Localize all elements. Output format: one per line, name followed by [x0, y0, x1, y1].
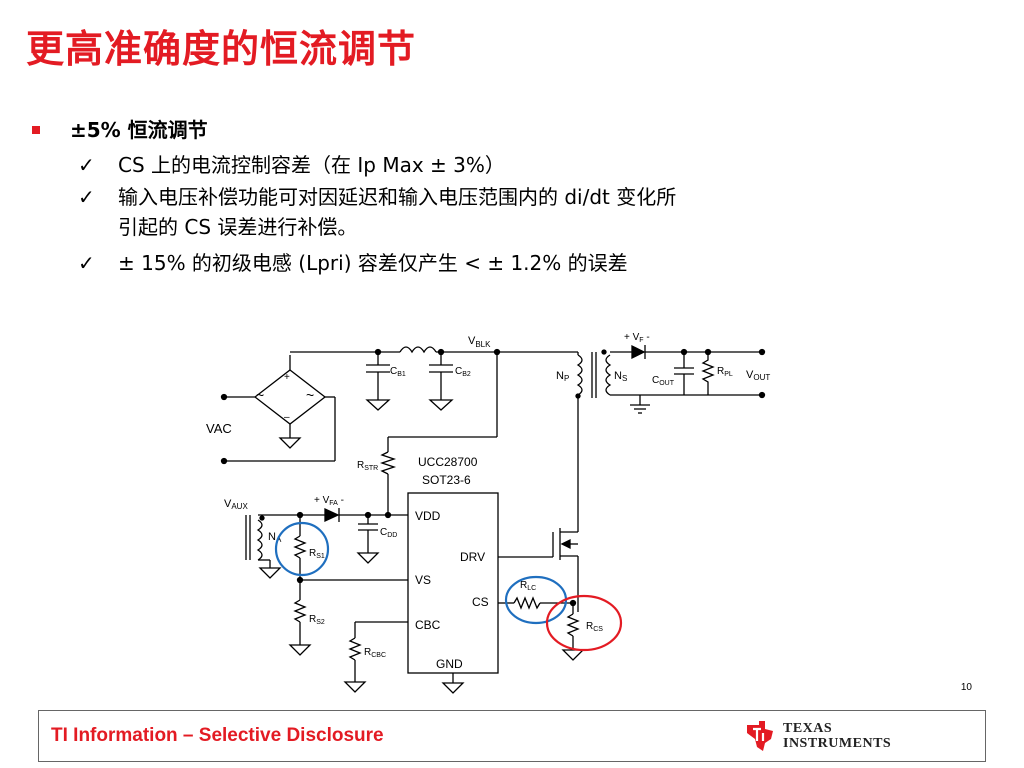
- cout-label: COUT: [652, 375, 675, 387]
- highlight-circle-rs1: [274, 521, 330, 577]
- vfa-label: + VFA -: [314, 495, 344, 507]
- rlc-resistor: [513, 596, 541, 610]
- bridge-plus-label: +: [284, 372, 290, 383]
- rs2-label: RS2: [309, 614, 325, 626]
- slide-title: 更高准确度的恒流调节: [26, 27, 417, 71]
- highlight-circle-rcs: [545, 594, 623, 652]
- cb1-label: CB1: [390, 366, 406, 378]
- ti-logo: TEXAS INSTRUMENTS: [743, 719, 891, 755]
- footer-bar: TI Information – Selective Disclosure TE…: [38, 710, 986, 762]
- ti-map-icon: [747, 721, 773, 751]
- rstr-label: RSTR: [357, 460, 378, 472]
- pin-vs: VS: [415, 573, 431, 587]
- vblk-label: VBLK: [468, 335, 491, 349]
- cdd-label: CDD: [380, 527, 397, 539]
- primary-winding: [576, 354, 583, 396]
- cb2-label: CB2: [455, 366, 471, 378]
- rstr-resistor: [379, 451, 397, 475]
- check-text-cont: 引起的 CS 误差进行补偿。: [118, 215, 358, 239]
- logo-line2: INSTRUMENTS: [783, 736, 892, 751]
- aux-winding: [256, 519, 263, 561]
- rcbc-resistor: [348, 637, 362, 661]
- check-icon: ✓: [78, 251, 95, 275]
- bullet-main: ±5% 恒流调节: [30, 116, 930, 148]
- check-icon: ✓: [78, 153, 95, 177]
- highlight-circle-rlc: [504, 575, 568, 625]
- page-number: 10: [960, 682, 972, 693]
- rcbc-label: RCBC: [364, 647, 386, 659]
- ucc28700-chip: [407, 492, 499, 674]
- rpl-label: RPL: [717, 366, 733, 378]
- logo-line1: TEXAS: [783, 721, 833, 736]
- na-label: NA: [268, 531, 282, 544]
- rs1-label: RS1: [309, 548, 325, 560]
- check-item-3: ✓ ± 15% 的初级电感 (Lpri) 容差仅产生 < ± 1.2% 的误差: [30, 248, 930, 278]
- rcs-resistor: [566, 613, 580, 637]
- vout-label: VOUT: [746, 369, 770, 382]
- vac-label: VAC: [206, 421, 232, 436]
- check-text: 输入电压补偿功能可对因延迟和输入电压范围内的 di/dt 变化所: [118, 185, 677, 209]
- check-text: ± 15% 的初级电感 (Lpri) 容差仅产生 < ± 1.2% 的误差: [118, 251, 628, 275]
- vf-label: + VF -: [624, 332, 650, 344]
- vaux-label: VAUX: [224, 498, 248, 511]
- ns-label: NS: [614, 370, 627, 383]
- check-item-1: ✓ CS 上的电流控制容差（在 Ip Max ± 3%）: [30, 150, 930, 180]
- pin-vdd: VDD: [415, 509, 441, 523]
- bullet-list: ±5% 恒流调节 ✓ CS 上的电流控制容差（在 Ip Max ± 3%） ✓ …: [30, 116, 930, 278]
- chip-name: UCC28700: [418, 455, 478, 469]
- rcs-label: RCS: [586, 621, 603, 633]
- rs1-resistor: [293, 535, 307, 559]
- square-bullet-icon: [32, 126, 40, 134]
- pin-drv: DRV: [460, 550, 485, 564]
- rlc-label: RLC: [520, 580, 536, 592]
- check-icon: ✓: [78, 185, 95, 209]
- secondary-winding: [605, 354, 612, 396]
- pin-cs: CS: [472, 595, 489, 609]
- rs2-resistor: [293, 599, 307, 623]
- tilde-left: ~: [256, 387, 264, 403]
- inductor: [399, 346, 437, 354]
- tilde-right: ~: [306, 387, 314, 403]
- chip-package: SOT23-6: [422, 473, 471, 487]
- bridge-rectifier: + – ~ ~: [253, 355, 327, 449]
- check-item-2: ✓ 输入电压补偿功能可对因延迟和输入电压范围内的 di/dt 变化所 引起的 C…: [30, 182, 930, 242]
- bullet-main-text: ±5% 恒流调节: [70, 118, 208, 142]
- bridge-minus-label: –: [284, 412, 290, 423]
- rpl-resistor: [701, 352, 715, 395]
- check-text: CS 上的电流控制容差（在 Ip Max ± 3%）: [118, 153, 505, 177]
- disclosure-text: TI Information – Selective Disclosure: [51, 725, 384, 746]
- pin-cbc: CBC: [415, 618, 441, 632]
- pin-gnd: GND: [436, 657, 463, 671]
- np-label: NP: [556, 370, 569, 383]
